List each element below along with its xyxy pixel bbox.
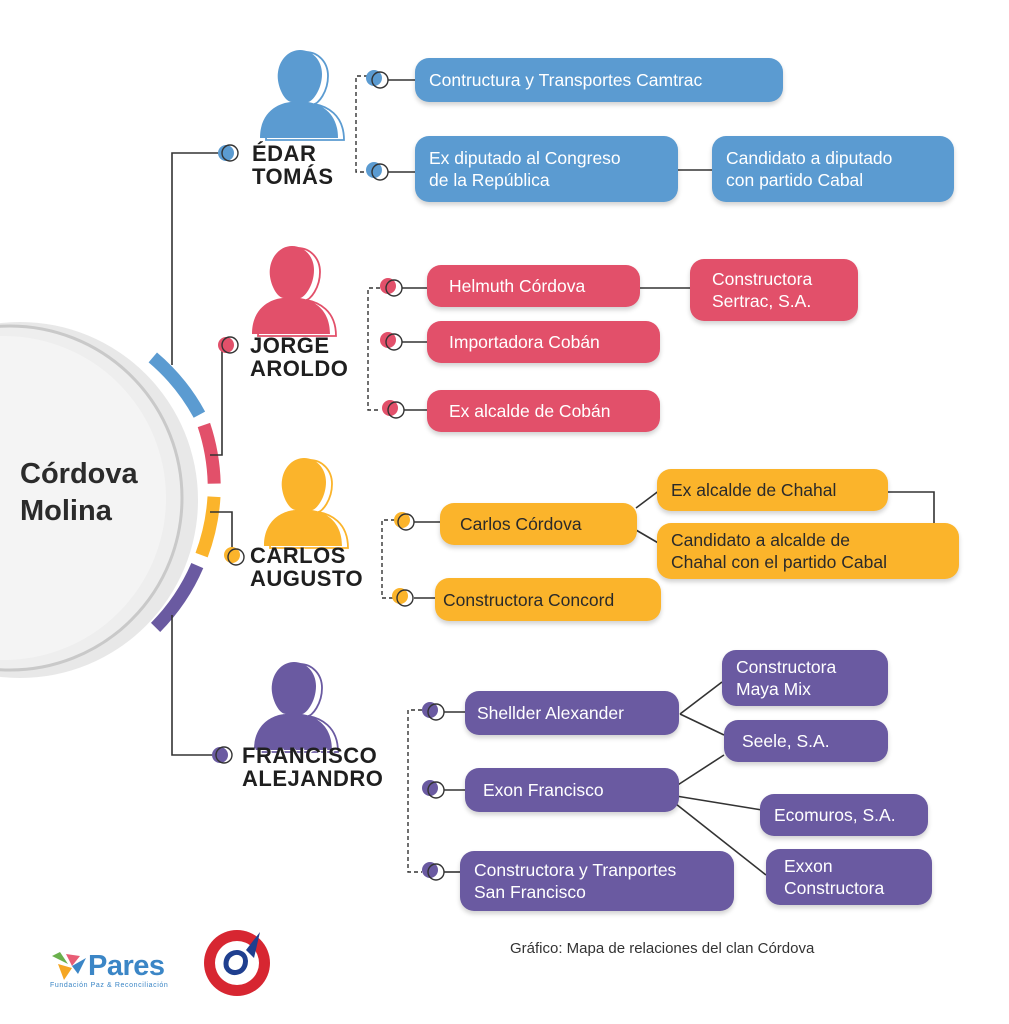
dot-carlos-cordova bbox=[394, 512, 415, 531]
node-exalcalde-chahal: Ex alcalde de Chahal bbox=[657, 469, 888, 511]
node-camtrac: Contructura y Transportes Camtrac bbox=[415, 58, 783, 102]
arc-red bbox=[197, 422, 221, 484]
node-exon: Exon Francisco bbox=[465, 768, 679, 812]
arc-orange bbox=[195, 496, 221, 558]
pares-wordmark: Pares bbox=[88, 950, 165, 982]
node-seele: Seele, S.A. bbox=[724, 720, 888, 762]
node-ecomuros: Ecomuros, S.A. bbox=[760, 794, 928, 836]
person-name-francisco: FRANCISCO ALEJANDRO bbox=[242, 743, 384, 791]
dot-jorge bbox=[218, 336, 239, 354]
person-icon-carlos bbox=[264, 458, 349, 549]
node-shellder: Shellder Alexander bbox=[465, 691, 679, 735]
trunk-francisco bbox=[171, 615, 222, 756]
node-carlos-cordova: Carlos Córdova bbox=[440, 503, 637, 545]
person-icon-edar bbox=[260, 50, 345, 141]
dot-camtrac bbox=[366, 70, 389, 89]
arc-purple bbox=[150, 562, 204, 632]
dot-helmuth bbox=[380, 278, 403, 297]
trunk-edar bbox=[171, 152, 228, 365]
bracket-edar bbox=[355, 75, 368, 173]
dot-francisco bbox=[212, 746, 233, 764]
pares-bird-icon bbox=[52, 952, 86, 980]
dot-importadora bbox=[380, 332, 403, 351]
dot-edar bbox=[218, 144, 239, 162]
dot-concord bbox=[392, 588, 414, 607]
node-helmuth: Helmuth Córdova bbox=[427, 265, 640, 307]
node-sanfrancisco: Constructora y Tranportes San Francisco bbox=[460, 851, 734, 911]
dot-carlos bbox=[224, 547, 245, 566]
node-sertrac: Constructora Sertrac, S.A. bbox=[690, 259, 858, 321]
link-chahal-pair bbox=[888, 491, 935, 524]
trunk-jorge bbox=[210, 345, 223, 456]
link-chahal-bottom bbox=[635, 529, 661, 545]
person-icon-francisco bbox=[254, 662, 339, 753]
dot-shellder bbox=[422, 702, 445, 721]
person-icon-jorge bbox=[252, 246, 337, 337]
node-mayamix: Constructora Maya Mix bbox=[722, 650, 888, 706]
dot-exon bbox=[422, 780, 445, 799]
node-candidato-diputado: Candidato a diputado con partido Cabal bbox=[712, 136, 954, 202]
caption: Gráfico: Mapa de relaciones del clan Cór… bbox=[510, 940, 815, 957]
center-disc-inner bbox=[0, 336, 166, 660]
dot-exdiputado bbox=[366, 162, 389, 181]
link-seele bbox=[679, 713, 725, 736]
link-chahal-top bbox=[635, 489, 661, 509]
bracket-carlos bbox=[381, 519, 395, 599]
person-name-carlos: CARLOS AUGUSTO bbox=[250, 543, 364, 591]
link-exon-seele bbox=[669, 754, 725, 791]
accion-ciudadana-seal-icon bbox=[204, 930, 270, 996]
link-mayamix bbox=[679, 681, 723, 715]
bracket-jorge bbox=[367, 287, 380, 411]
person-name-edar: ÉDAR TOMÁS bbox=[252, 141, 334, 189]
accion-ciudadana-logo bbox=[202, 928, 272, 998]
link-exxon bbox=[675, 803, 767, 876]
node-exdiputado: Ex diputado al Congreso de la República bbox=[415, 136, 678, 202]
link-ecomuros bbox=[675, 795, 763, 811]
node-concord: Constructora Concord bbox=[435, 578, 661, 621]
arc-blue bbox=[148, 352, 206, 418]
dot-sanfrancisco bbox=[422, 862, 445, 881]
dot-exalcalde bbox=[382, 400, 405, 419]
node-candidato-chahal: Candidato a alcalde de Chahal con el par… bbox=[657, 523, 959, 579]
node-exxon: Exxon Constructora bbox=[766, 849, 932, 905]
trunk-carlos bbox=[210, 511, 233, 555]
node-importadora: Importadora Cobán bbox=[427, 321, 660, 363]
bracket-francisco bbox=[407, 709, 422, 873]
center-title: Córdova Molina bbox=[20, 458, 138, 527]
person-name-jorge: JORGE AROLDO bbox=[250, 333, 349, 381]
node-exalcalde-coban: Ex alcalde de Cobán bbox=[427, 390, 660, 432]
pares-subtitle: Fundación Paz & Reconciliación bbox=[50, 982, 169, 989]
pares-logo: Pares Fundación Paz & Reconciliación bbox=[48, 948, 198, 994]
